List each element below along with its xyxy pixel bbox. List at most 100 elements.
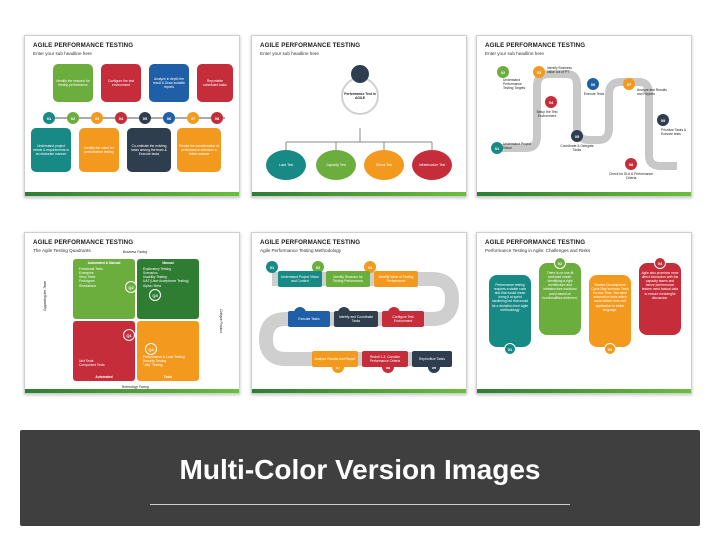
top-axis-label: Business Facing: [122, 250, 148, 254]
challenge-card-01: Performance testing requires a stable co…: [489, 275, 531, 347]
hierarchy-connectors: [285, 65, 433, 152]
step-box-01: Understand project needs & requirements …: [31, 128, 71, 172]
step-badge-06: 06: [163, 112, 175, 124]
slide-thumbnail-4[interactable]: AGILE PERFORMANCE TESTING The Agile Test…: [24, 232, 240, 394]
stress-test-node: Stress Test: [364, 150, 404, 180]
step-arrow-01: Understand Project Vision and Context: [278, 271, 322, 287]
step-box-02: Identify the reasons for testing perform…: [53, 64, 93, 102]
q3-badge: Q3: [149, 289, 161, 301]
slide-title: AGILE PERFORMANCE TESTING: [485, 239, 586, 246]
slide-subtitle: Enter your sub headline here: [485, 51, 544, 56]
slide-subtitle: Enter your sub headline here: [260, 51, 319, 56]
step-label-09: Prioritize Tasks & Execute tests: [661, 128, 687, 137]
timeline-graphic: [45, 117, 225, 119]
step-badge-08: 08: [625, 158, 637, 170]
step-badge-01: 01: [504, 343, 516, 355]
step-arrow-03: Identify Value of Testing Performance: [374, 271, 418, 287]
slide-title: AGILE PERFORMANCE TESTING: [33, 239, 134, 246]
step-arrow-04: Configure Test Environment: [382, 311, 424, 327]
slide-title: AGILE PERFORMANCE TESTING: [260, 42, 361, 49]
slide-subtitle: Agile Performance Testing Methodology: [260, 248, 342, 253]
infrastructure-test-node: Infrastructure Test: [412, 150, 452, 180]
slide-thumbnail-1[interactable]: AGILE PERFORMANCE TESTING Enter your sub…: [24, 35, 240, 197]
step-badge-07: 07: [187, 112, 199, 124]
q2-item: Examples: [79, 271, 94, 276]
step-badge-04: 04: [654, 257, 666, 269]
step-box-04: Configure the test environment: [101, 64, 141, 102]
slide-title: AGILE PERFORMANCE TESTING: [485, 42, 586, 49]
q4-badge: Q4: [145, 343, 157, 355]
slide-title: AGILE PERFORMANCE TESTING: [33, 42, 134, 49]
step-label-04: Setup the Test Environment: [536, 110, 558, 119]
q3-item: Usability Testing: [143, 275, 167, 280]
step-badge-07: 07: [623, 78, 635, 90]
step-arrow-08: Revisit 1-3, Consider Performance Criter…: [362, 351, 408, 367]
quadrant-q2: Automated & Manual Functional Tests Exam…: [73, 259, 135, 319]
step-label-06: Execute Tests: [583, 92, 605, 96]
step-badge-02: 02: [497, 66, 509, 78]
step-badge-01: 01: [491, 142, 503, 154]
q2-title: Automated & Manual: [87, 261, 121, 265]
slide-thumbnail-3[interactable]: AGILE PERFORMANCE TESTING Enter your sub…: [476, 35, 692, 197]
step-badge-08: 08: [211, 112, 223, 124]
left-axis-label: Supporting the Team: [43, 280, 47, 312]
slide-thumbnail-6[interactable]: AGILE PERFORMANCE TESTING Performance Te…: [476, 232, 692, 394]
q2-item: Simulations: [79, 283, 97, 288]
step-badge-03: 03: [533, 66, 545, 78]
step-label-02: Understand Performance Testing Targets: [503, 78, 526, 91]
step-arrow-06: Execute Tasks: [288, 311, 330, 327]
q3-item: Exploratory Testing: [143, 267, 171, 272]
right-axis-label: Critique Product: [219, 309, 223, 333]
banner-title: Multi-Color Version Images: [179, 454, 541, 485]
step-badge-04: 04: [545, 96, 557, 108]
step-label-08: Check for SLA & Performance Criteria: [609, 172, 653, 181]
step-label-01: Understand Project Vision: [503, 142, 532, 151]
step-badge-05: 05: [571, 130, 583, 142]
slide-thumbnail-5[interactable]: AGILE PERFORMANCE TESTING Agile Performa…: [251, 232, 467, 394]
load-test-node: Load Test: [266, 150, 306, 180]
q4-item: Security Testing: [143, 358, 167, 363]
slide-thumbnail-2[interactable]: AGILE PERFORMANCE TESTING Enter your sub…: [251, 35, 467, 197]
challenge-card-03: Shorter Development Cycle May increase T…: [589, 275, 631, 347]
q2-item: Prototypes: [79, 279, 95, 284]
step-box-06: Analyze in depth the result & Draw suita…: [149, 64, 189, 102]
step-badge-02: 02: [67, 112, 79, 124]
winding-path: [497, 70, 677, 170]
step-badge-02: 02: [312, 261, 324, 273]
bottom-axis-label: Technology Facing: [121, 385, 149, 389]
step-label-05: Coordinate & Delegate Tasks: [560, 144, 594, 153]
step-badge-03: 03: [364, 261, 376, 273]
step-badge-06: 06: [587, 78, 599, 90]
challenge-card-04: Agile also promises more direct interact…: [639, 263, 681, 335]
step-label-03: Identify Business value out of PT: [547, 66, 572, 75]
banner-underline: [150, 504, 570, 505]
q2-item: Functional Tests: [79, 267, 103, 272]
q4-item: Performance & Load Testing: [143, 354, 185, 359]
step-arrow-09: Reprioritize Tasks: [412, 351, 452, 367]
slide-subtitle: Enter your sub headline here: [33, 51, 92, 56]
step-badge-03: 03: [91, 112, 103, 124]
challenge-card-02: There is no one-fit workload model. Iden…: [539, 263, 581, 335]
step-arrow-05: Identify and Coordinate Tasks: [334, 311, 378, 327]
q3-item: Alpha / Beta: [143, 283, 161, 288]
center-label: Performance Test in AGILE: [344, 92, 376, 101]
slide-subtitle: Performance Testing in Agile: Challenges…: [485, 248, 591, 253]
q1-badge: Q1: [123, 329, 135, 341]
step-badge-01: 01: [266, 261, 278, 273]
step-badge-02: 02: [554, 257, 566, 269]
step-label-07: Analyze test Results and Reports: [637, 88, 667, 97]
step-box-03: Identify the value for performance testi…: [79, 128, 119, 172]
q1-title: Automated: [95, 374, 113, 379]
step-badge-03: 03: [604, 343, 616, 355]
q4-item: "-ility" Testing: [143, 362, 163, 367]
q3-item: UAT (User Acceptance Testing): [143, 279, 189, 284]
step-arrow-07: Analyze Results and Report: [312, 351, 358, 367]
step-badge-01: 01: [43, 112, 55, 124]
capacity-test-node: Capacity Test: [316, 150, 356, 180]
q3-item: Scenarios: [143, 271, 158, 276]
q1-item: Unit Tests: [79, 358, 94, 363]
slide-subtitle: The Agile Testing Quadrants: [33, 248, 91, 253]
slide-title: AGILE PERFORMANCE TESTING: [260, 239, 361, 246]
q1-item: Component Tests: [79, 362, 105, 367]
